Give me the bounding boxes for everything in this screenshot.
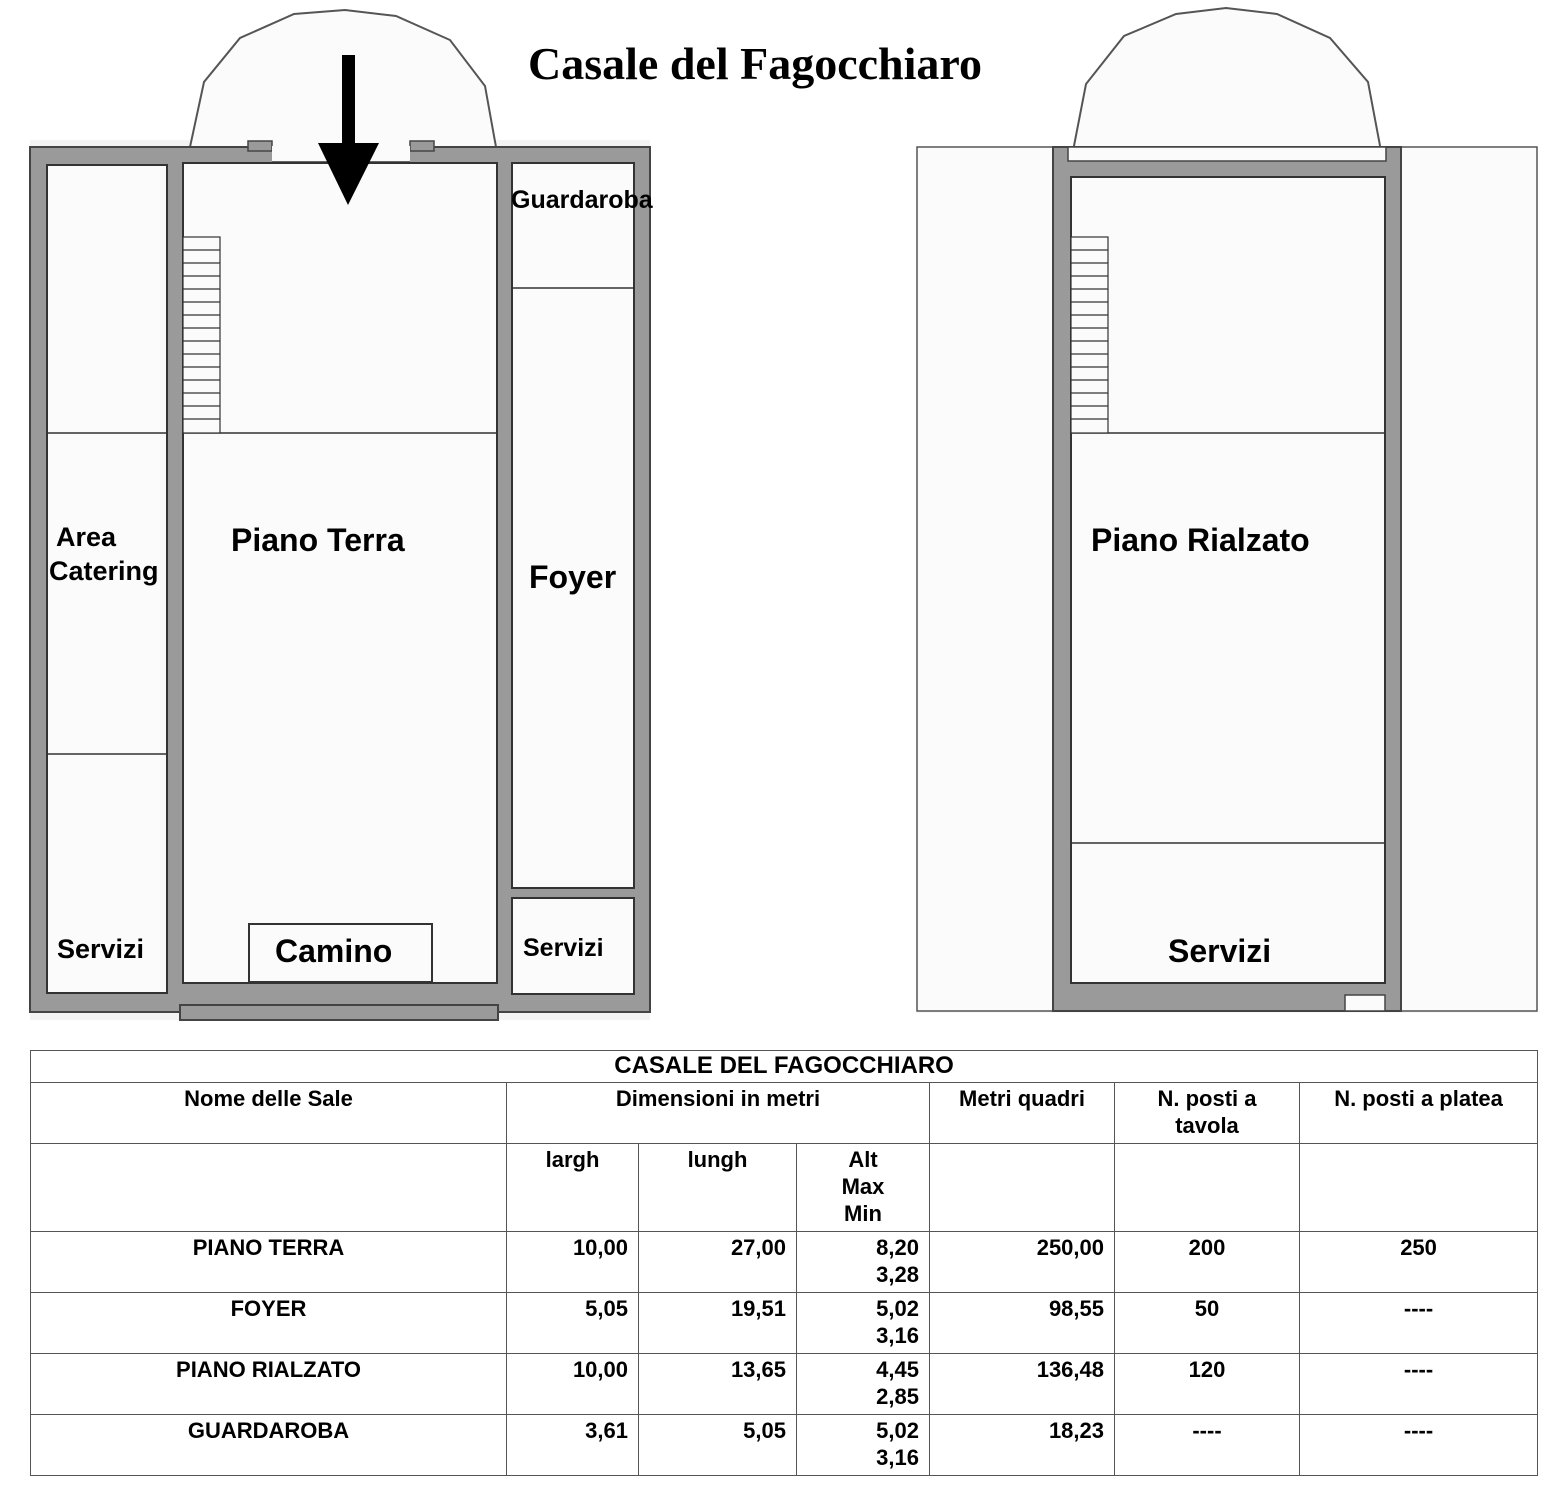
cell-length: 13,65 bbox=[638, 1353, 797, 1415]
table-row: PIANO TERRA 10,00 27,00 8,20 3,28 250,00… bbox=[30, 1231, 1539, 1293]
room-piano-rialzato bbox=[1070, 176, 1386, 984]
cell-seats-platea: ---- bbox=[1298, 1353, 1539, 1415]
label-guardaroba: Guardaroba bbox=[511, 186, 654, 214]
cell-seats-table: 200 bbox=[1114, 1231, 1300, 1293]
ground-floor-plan: Area Catering Piano Terra Guardaroba Foy… bbox=[29, 8, 654, 1021]
cell-area: 136,48 bbox=[929, 1353, 1115, 1415]
page-title: Casale del Fagocchiaro bbox=[528, 38, 982, 89]
cell-width: 10,00 bbox=[506, 1353, 639, 1415]
apse-raised bbox=[1071, 6, 1383, 152]
subheader-width: largh bbox=[506, 1143, 639, 1232]
subheader-empty bbox=[929, 1143, 1115, 1232]
header-seats-table: N. posti a tavola bbox=[1114, 1082, 1300, 1144]
subheader-height-line2: Max bbox=[841, 1174, 885, 1199]
cell-seats-platea: ---- bbox=[1298, 1414, 1539, 1476]
subheader-height: Alt Max Min bbox=[796, 1143, 930, 1232]
header-seats-table-line1: N. posti a bbox=[1157, 1086, 1257, 1111]
cell-seats-table: 50 bbox=[1114, 1292, 1300, 1354]
raised-floor-plan: Piano Rialzato Servizi bbox=[916, 6, 1538, 1012]
label-piano-terra: Piano Terra bbox=[231, 522, 405, 558]
floor-plans: Area Catering Piano Terra Guardaroba Foy… bbox=[29, 6, 1538, 1021]
room-area-catering-column bbox=[46, 164, 168, 994]
cell-room-name: PIANO TERRA bbox=[30, 1231, 507, 1293]
cell-seats-table: ---- bbox=[1114, 1414, 1300, 1476]
room-servizi-right bbox=[511, 897, 635, 995]
cell-area: 18,23 bbox=[929, 1414, 1115, 1476]
subheader-height-line1: Alt bbox=[848, 1147, 878, 1172]
table-row: FOYER 5,05 19,51 5,02 3,16 98,55 50 ---- bbox=[30, 1292, 1539, 1354]
cell-width: 3,61 bbox=[506, 1414, 639, 1476]
staircase-raised bbox=[1070, 236, 1109, 434]
header-name: Nome delle Sale bbox=[30, 1082, 507, 1144]
cell-room-name: PIANO RIALZATO bbox=[30, 1353, 507, 1415]
cell-height: 8,20 3,28 bbox=[796, 1231, 930, 1293]
cell-height-min: 2,85 bbox=[876, 1384, 919, 1409]
cell-height-max: 4,45 bbox=[876, 1357, 919, 1382]
table-caption: CASALE DEL FAGOCCHIARO bbox=[29, 1050, 1539, 1083]
cell-room-name: GUARDAROBA bbox=[30, 1414, 507, 1476]
cell-height-max: 8,20 bbox=[876, 1235, 919, 1260]
cell-height-min: 3,16 bbox=[876, 1323, 919, 1348]
subheader-length: lungh bbox=[638, 1143, 797, 1232]
rooms-table: CASALE DEL FAGOCCHIARO Nome delle Sale D… bbox=[29, 1050, 1539, 1476]
room-guardaroba-foyer-column bbox=[511, 162, 635, 889]
label-servizi-left: Servizi bbox=[57, 934, 144, 964]
cell-area: 250,00 bbox=[929, 1231, 1115, 1293]
entrance-arrow-icon bbox=[318, 55, 379, 205]
cell-length: 19,51 bbox=[638, 1292, 797, 1354]
staircase-ground bbox=[182, 236, 221, 434]
cell-length: 27,00 bbox=[638, 1231, 797, 1293]
label-servizi-raised: Servizi bbox=[1168, 933, 1271, 969]
label-servizi-right: Servizi bbox=[523, 934, 604, 962]
label-camino: Camino bbox=[275, 933, 392, 969]
cell-area: 98,55 bbox=[929, 1292, 1115, 1354]
subheader-empty bbox=[1298, 1143, 1539, 1232]
cell-height-min: 3,28 bbox=[876, 1262, 919, 1287]
label-foyer: Foyer bbox=[529, 559, 616, 595]
cell-height-max: 5,02 bbox=[876, 1418, 919, 1443]
room-piano-terra bbox=[182, 162, 498, 984]
cell-width: 5,05 bbox=[506, 1292, 639, 1354]
cell-height-min: 3,16 bbox=[876, 1445, 919, 1470]
room-camino bbox=[248, 923, 433, 983]
subheader-empty bbox=[30, 1143, 507, 1232]
cell-seats-table: 120 bbox=[1114, 1353, 1300, 1415]
label-area-catering-line1: Area bbox=[56, 522, 117, 552]
cell-width: 10,00 bbox=[506, 1231, 639, 1293]
label-area-catering-line2: Catering bbox=[49, 556, 159, 586]
subheader-height-line3: Min bbox=[844, 1201, 882, 1226]
subheader-empty bbox=[1114, 1143, 1300, 1232]
cell-height-max: 5,02 bbox=[876, 1296, 919, 1321]
cell-length: 5,05 bbox=[638, 1414, 797, 1476]
cell-height: 4,45 2,85 bbox=[796, 1353, 930, 1415]
header-seats-platea: N. posti a platea bbox=[1298, 1082, 1539, 1144]
cell-seats-platea: ---- bbox=[1298, 1292, 1539, 1354]
label-piano-rialzato: Piano Rialzato bbox=[1091, 522, 1310, 558]
cell-height: 5,02 3,16 bbox=[796, 1292, 930, 1354]
cell-height: 5,02 3,16 bbox=[796, 1414, 930, 1476]
table-row: GUARDAROBA 3,61 5,05 5,02 3,16 18,23 ---… bbox=[30, 1414, 1539, 1476]
table-row: PIANO RIALZATO 10,00 13,65 4,45 2,85 136… bbox=[30, 1353, 1539, 1415]
cell-seats-platea: 250 bbox=[1298, 1231, 1539, 1293]
header-area: Metri quadri bbox=[929, 1082, 1115, 1144]
header-seats-table-line2: tavola bbox=[1175, 1113, 1239, 1138]
cell-room-name: FOYER bbox=[30, 1292, 507, 1354]
header-dimensions: Dimensioni in metri bbox=[506, 1082, 930, 1144]
